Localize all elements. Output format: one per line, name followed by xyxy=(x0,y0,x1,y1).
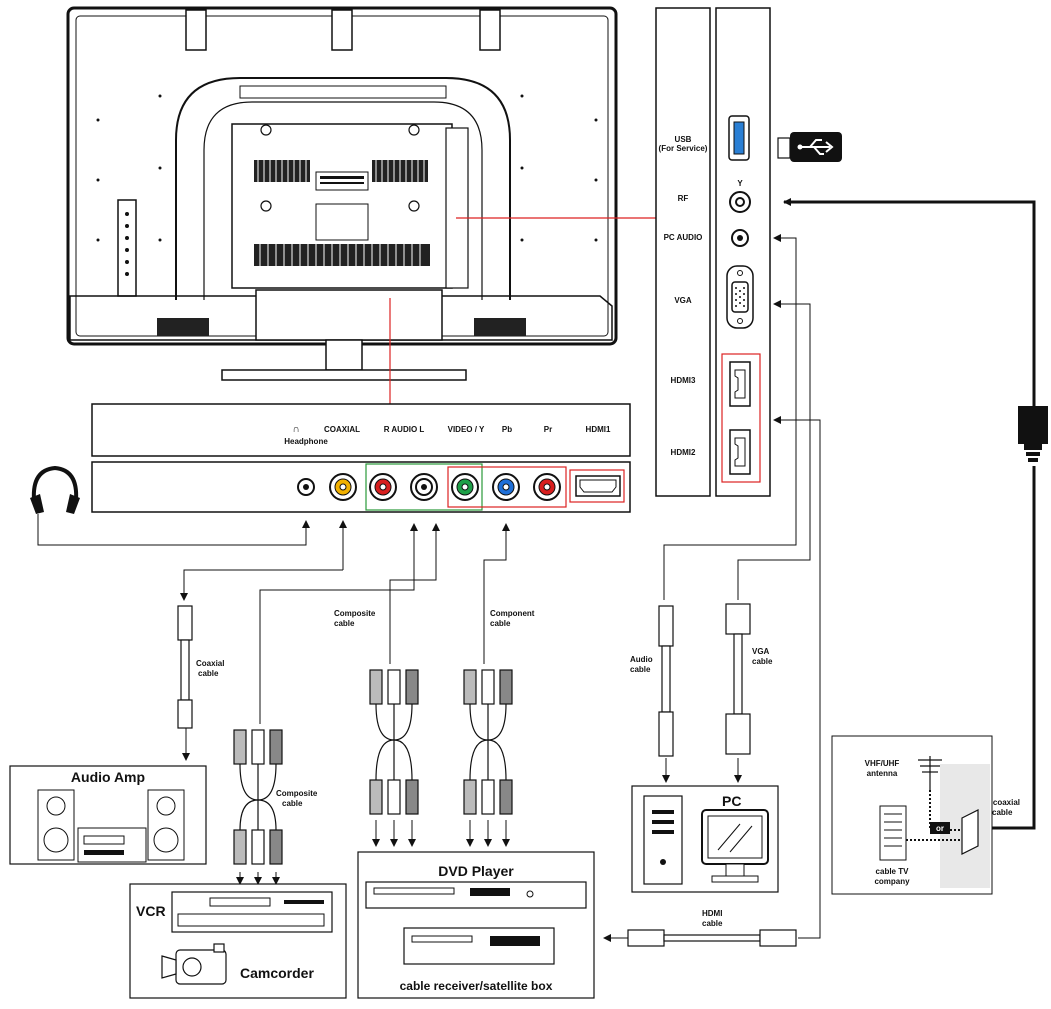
hdmi-cable-label-1: HDMI xyxy=(702,909,722,918)
dvd-player-label: DVD Player xyxy=(438,863,514,879)
pr-label: Pr xyxy=(544,425,552,434)
component-label-2: cable xyxy=(490,619,511,628)
or-label: or xyxy=(936,824,944,833)
tv-back xyxy=(66,6,618,381)
bottom-input-panel: ∩ Headphone COAXIAL R AUDIO L VIDEO / Y … xyxy=(91,403,631,513)
video-y-jack xyxy=(451,473,479,501)
rf-label: RF xyxy=(678,194,689,203)
composite-cable-vcr-icon xyxy=(233,729,283,865)
cable-tv-label-1: cable TV xyxy=(876,867,910,876)
headphone-label: Headphone xyxy=(284,437,328,446)
composite-cable-dvd-icon xyxy=(369,669,419,815)
coaxial-cable-icon xyxy=(177,605,193,729)
pc-label: PC xyxy=(722,793,741,809)
composite-dvd-label-2: cable xyxy=(334,619,355,628)
rf-line xyxy=(783,198,1036,406)
side-input-panel: USB (For Service) RF PC AUDIO VGA HDMI3 … xyxy=(655,7,842,497)
composite-dvd-label-1: Composite xyxy=(334,609,376,618)
vga-port xyxy=(726,265,754,329)
audio-cable-label-1: Audio xyxy=(630,655,653,664)
audio-amp-label: Audio Amp xyxy=(71,769,145,785)
cable-tv-label-2: company xyxy=(874,877,910,886)
usb-port xyxy=(728,115,750,161)
hdmi2-port xyxy=(729,429,751,475)
rf-cable-label-1: RF coaxial xyxy=(980,798,1020,807)
pc-box: PC xyxy=(631,785,779,893)
svg-text:Y: Y xyxy=(737,179,743,188)
coaxial-cable-label-1: Coaxial xyxy=(196,659,224,668)
coaxial-jack xyxy=(329,473,357,501)
antenna-label-2: antenna xyxy=(867,769,898,778)
vga-cable-label-2: cable xyxy=(752,657,773,666)
antenna-label-1: VHF/UHF xyxy=(865,759,900,768)
rf-port: Y xyxy=(729,179,751,213)
component-cable-icon xyxy=(463,669,513,815)
audio-l-jack xyxy=(410,473,438,501)
component-label-1: Component xyxy=(490,609,535,618)
pb-jack xyxy=(492,473,520,501)
antenna-icon xyxy=(918,756,942,790)
hdmi3-port xyxy=(729,361,751,407)
audio-r-jack xyxy=(369,473,397,501)
composite-vcr-label-1: Composite xyxy=(276,789,318,798)
pb-label: Pb xyxy=(502,425,512,434)
vga-label: VGA xyxy=(674,296,692,305)
coaxial-cable-label-2: cable xyxy=(198,669,219,678)
dvd-receiver-box: DVD Player cable receiver/satellite box xyxy=(357,851,595,999)
vga-cable-icon xyxy=(725,603,751,755)
rf-cable-label-2: cable xyxy=(992,808,1013,817)
usb-sublabel: (For Service) xyxy=(659,144,708,153)
pr-jack xyxy=(533,473,561,501)
hdmi2-label: HDMI2 xyxy=(671,448,696,457)
hdmi1-label: HDMI1 xyxy=(586,425,611,434)
headphone-icon: ∩ xyxy=(292,424,299,435)
hdmi-cable-icon xyxy=(627,929,797,947)
audio-label: R AUDIO L xyxy=(384,425,425,434)
headphones-icon xyxy=(30,465,80,514)
headphone-jack xyxy=(297,478,315,496)
pc-audio-port xyxy=(731,229,749,247)
receiver-label: cable receiver/satellite box xyxy=(400,979,553,993)
camcorder-label: Camcorder xyxy=(240,965,314,981)
video-y-label: VIDEO / Y xyxy=(448,425,485,434)
connection-lines xyxy=(37,234,821,942)
cable-tv-icon xyxy=(879,805,907,861)
hdmi3-label: HDMI3 xyxy=(671,376,696,385)
hdmi-cable-label-2: cable xyxy=(702,919,723,928)
audio-amp: Audio Amp xyxy=(9,765,207,865)
wall-outlet-icon xyxy=(961,809,979,855)
pc-audio-label: PC AUDIO xyxy=(664,233,703,242)
audio-cable-label-2: cable xyxy=(630,665,651,674)
rf-plug-icon xyxy=(1018,406,1048,462)
usb-label: USB xyxy=(675,135,692,144)
hdmi1-port xyxy=(575,475,621,497)
vcr-camcorder-box: VCR Camcorder xyxy=(129,883,347,999)
antenna-box: VHF/UHF antenna or cable TV company xyxy=(831,735,993,895)
vga-cable-label-1: VGA xyxy=(752,647,770,656)
usb-stick-icon xyxy=(777,132,842,162)
vcr-label: VCR xyxy=(136,903,166,919)
camcorder-icon xyxy=(161,943,227,985)
audio-cable-icon xyxy=(658,605,674,757)
composite-vcr-label-2: cable xyxy=(282,799,303,808)
coaxial-label: COAXIAL xyxy=(324,425,360,434)
